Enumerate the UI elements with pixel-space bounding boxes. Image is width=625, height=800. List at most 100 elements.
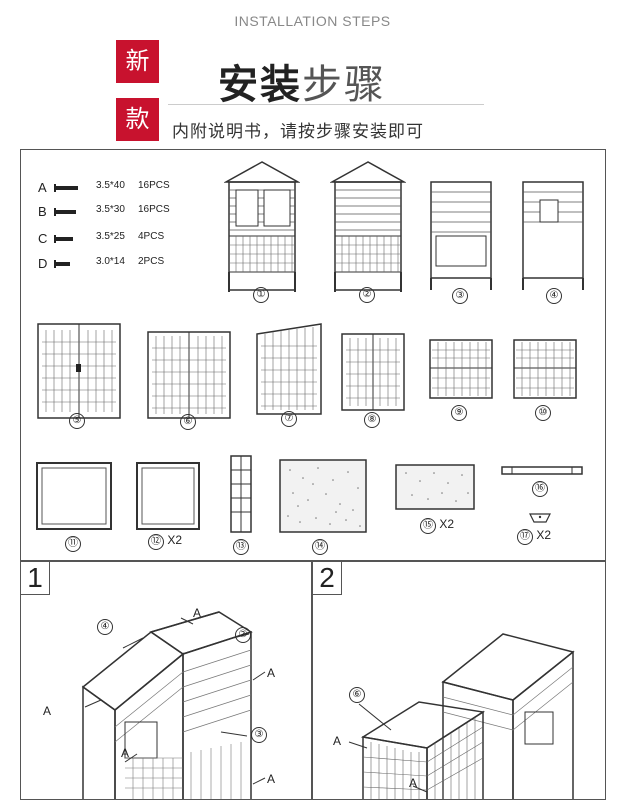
title-bold: 安装 bbox=[218, 62, 302, 108]
title-light: 步骤 bbox=[302, 62, 386, 108]
part-number: ⑭ bbox=[312, 539, 328, 555]
step-number: 2 bbox=[313, 562, 342, 595]
callout-label: ⑥ bbox=[349, 687, 365, 703]
part-number: ① bbox=[253, 287, 269, 303]
part-7-mesh-panel bbox=[256, 323, 322, 415]
screw-qty: 4PCS bbox=[138, 231, 165, 242]
callout-screw-a: A bbox=[193, 606, 202, 620]
screw-icon bbox=[54, 260, 70, 268]
badge-new-top: 新 bbox=[116, 40, 159, 83]
part-label: ⑬ bbox=[233, 538, 249, 555]
part-label: ③ bbox=[452, 287, 468, 304]
callout-screw-a: A bbox=[121, 746, 130, 760]
part-qty: X2 bbox=[536, 528, 552, 542]
callout-screw-a: A bbox=[267, 772, 276, 786]
screw-icon bbox=[54, 208, 76, 216]
part-label: ⑧ bbox=[364, 411, 380, 428]
screw-qty: 16PCS bbox=[138, 180, 170, 191]
page-title: 安装步骤 bbox=[218, 52, 386, 110]
instruction-text: 内附说明书，请按步骤安装即可 bbox=[172, 122, 424, 142]
part-number: ② bbox=[359, 287, 375, 303]
part-number: ⑰ bbox=[517, 529, 533, 545]
part-2-hutch-back bbox=[330, 161, 406, 292]
callout-screw-a: A bbox=[267, 666, 276, 680]
part-number: ⑪ bbox=[65, 536, 81, 552]
step-2-diagram bbox=[348, 633, 575, 799]
callout-label: ④ bbox=[97, 619, 113, 635]
callout-part-2: ② bbox=[235, 626, 251, 643]
step-1-diagram bbox=[81, 611, 266, 799]
part-8-mesh-panel bbox=[341, 333, 405, 411]
screw-size: 3.5*40 bbox=[96, 180, 125, 191]
screw-letter: A bbox=[38, 180, 47, 195]
part-label: ⑥ bbox=[180, 413, 196, 430]
part-label: ⑦ bbox=[281, 410, 297, 427]
part-number: ⑨ bbox=[451, 405, 467, 421]
part-number: ⑬ bbox=[233, 539, 249, 555]
part-qty: X2 bbox=[167, 533, 183, 547]
part-label: ⑭ bbox=[312, 538, 328, 555]
part-number: ④ bbox=[546, 288, 562, 304]
part-label: ① bbox=[253, 286, 269, 303]
part-number: ⑩ bbox=[535, 405, 551, 421]
part-number: ⑫ bbox=[148, 534, 164, 550]
step-1-panel: 1 ④ A ② A ③ A A A bbox=[20, 561, 312, 800]
part-qty: X2 bbox=[439, 517, 455, 531]
callout-label: ② bbox=[235, 627, 251, 643]
part-number: ⑮ bbox=[420, 518, 436, 534]
part-10-mesh-panel bbox=[513, 339, 577, 399]
screw-icon bbox=[54, 184, 78, 192]
screw-letter: B bbox=[38, 204, 47, 219]
part-17-latch bbox=[529, 513, 551, 523]
part-5-front-door bbox=[37, 323, 121, 419]
part-number: ③ bbox=[452, 288, 468, 304]
callout-screw-a: A bbox=[43, 704, 52, 718]
part-11-frame bbox=[36, 462, 112, 530]
part-label: ⑰ X2 bbox=[517, 528, 551, 545]
callout-part-3: ③ bbox=[251, 726, 267, 743]
part-3-side-panel bbox=[430, 181, 492, 290]
part-label: ⑯ bbox=[532, 480, 548, 497]
part-12-frame bbox=[136, 462, 200, 530]
screw-qty: 2PCS bbox=[138, 256, 165, 267]
callout-screw-a: A bbox=[333, 734, 342, 748]
callout-label: ③ bbox=[251, 727, 267, 743]
screw-letter: C bbox=[38, 231, 48, 246]
part-number: ⑯ bbox=[532, 481, 548, 497]
step-2-panel: 2 ⑥ A A bbox=[312, 561, 606, 800]
part-9-mesh-panel bbox=[429, 339, 493, 399]
part-label: ⑮ X2 bbox=[420, 517, 454, 534]
part-number: ⑤ bbox=[69, 413, 85, 429]
screw-size: 3.5*25 bbox=[96, 231, 125, 242]
subtitle-en: INSTALLATION STEPS bbox=[234, 13, 391, 29]
part-13-ladder bbox=[230, 455, 252, 533]
badge-new-bottom: 款 bbox=[116, 98, 159, 141]
part-label: ⑤ bbox=[69, 412, 85, 429]
screw-icon bbox=[54, 235, 73, 243]
part-label: ② bbox=[359, 286, 375, 303]
part-label: ④ bbox=[546, 287, 562, 304]
part-4-side-panel bbox=[522, 181, 584, 290]
callout-screw-a: A bbox=[409, 776, 418, 790]
callout-part-4: ④ bbox=[97, 618, 113, 635]
part-label: ⑩ bbox=[535, 404, 551, 421]
screw-size: 3.5*30 bbox=[96, 204, 125, 215]
title-divider bbox=[168, 104, 484, 105]
parts-panel bbox=[20, 149, 606, 561]
part-14-floor-board bbox=[279, 459, 367, 533]
callout-part-6: ⑥ bbox=[349, 686, 365, 703]
part-label: ⑨ bbox=[451, 404, 467, 421]
part-15-tray bbox=[395, 464, 475, 510]
part-number: ⑦ bbox=[281, 411, 297, 427]
part-6-mesh-panel bbox=[147, 331, 231, 419]
screw-qty: 16PCS bbox=[138, 204, 170, 215]
step-number: 1 bbox=[21, 562, 50, 595]
part-label: ⑫ X2 bbox=[148, 533, 182, 550]
part-label: ⑪ bbox=[65, 535, 81, 552]
part-number: ⑥ bbox=[180, 414, 196, 430]
part-16-rail bbox=[501, 466, 583, 475]
screw-letter: D bbox=[38, 256, 48, 271]
screw-size: 3.0*14 bbox=[96, 256, 125, 267]
part-1-hutch-front bbox=[224, 161, 300, 292]
part-number: ⑧ bbox=[364, 412, 380, 428]
